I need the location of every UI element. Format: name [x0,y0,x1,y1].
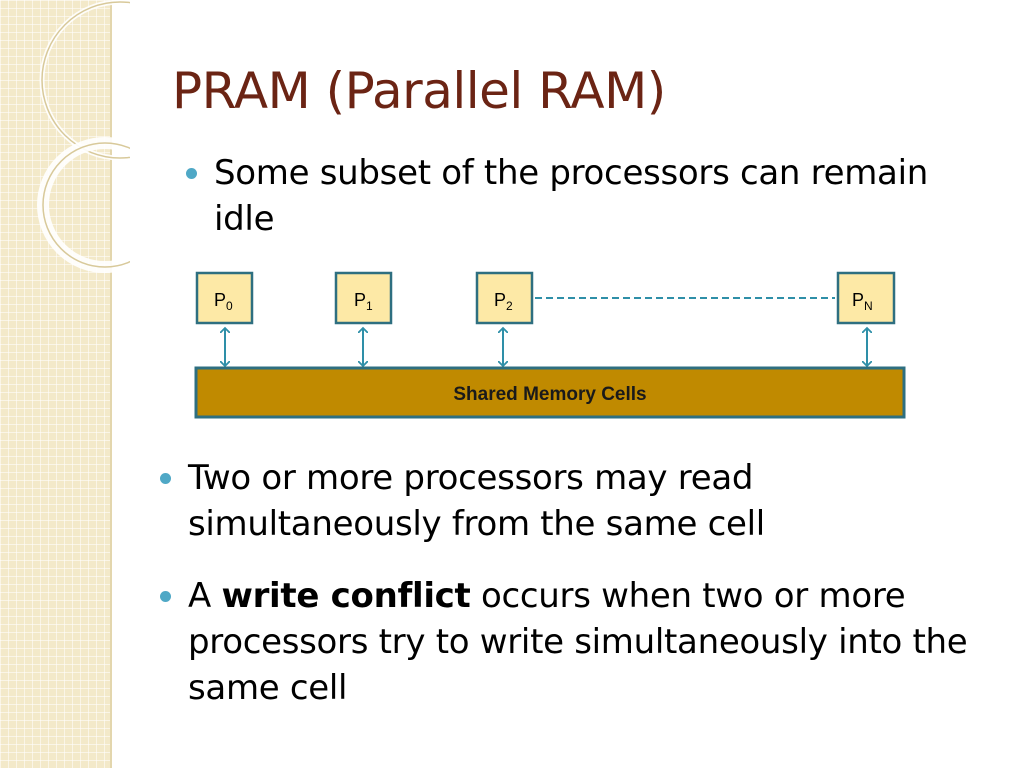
bullet-2: Two or more processors may read simultan… [160,455,982,547]
processor-p1-sub: 1 [366,299,373,313]
processor-pn-sub: N [864,299,873,313]
processor-p0-sub: 0 [226,299,233,313]
bullet-dot-icon [160,591,171,602]
bullet-3-suffix: occurs when two or more processors try t… [188,576,968,708]
svg-text:P2: P2 [494,290,513,313]
processor-p2: P2 [475,271,534,325]
page-title: PRAM (Parallel RAM) [172,62,666,120]
processor-p2-label: P [494,290,506,310]
processor-pn: PN [836,271,896,325]
processor-p0: P0 [195,271,254,325]
decorative-circles [37,0,130,273]
bullet-dot-icon [160,473,171,484]
svg-text:PN: PN [852,290,873,313]
svg-text:P1: P1 [354,290,373,313]
svg-text:P0: P0 [214,290,233,313]
pram-diagram: P0 P1 P2 PN Shared Memory Cells [194,271,906,419]
bullet-dot-icon [186,168,197,179]
shared-memory-bar: Shared Memory Cells [194,366,906,419]
processor-p2-sub: 2 [506,299,513,313]
bullet-3-prefix: A [188,576,222,616]
bullet-1: Some subset of the processors can remain… [186,150,948,242]
write-conflict-term: write conflict [221,576,471,616]
decorative-left-band [0,0,112,768]
bullet-2-text: Two or more processors may read simultan… [188,458,765,544]
processor-p1-label: P [354,290,366,310]
processor-p0-label: P [214,290,226,310]
shared-memory-label: Shared Memory Cells [453,384,646,405]
processor-p1: P1 [334,271,393,325]
bullet-3-text: A write conflict occurs when two or more… [162,573,982,711]
bullet-1-text: Some subset of the processors can remain… [214,153,928,239]
bullet-3: A write conflict occurs when two or more… [160,573,982,711]
processor-pn-label: P [852,290,864,310]
